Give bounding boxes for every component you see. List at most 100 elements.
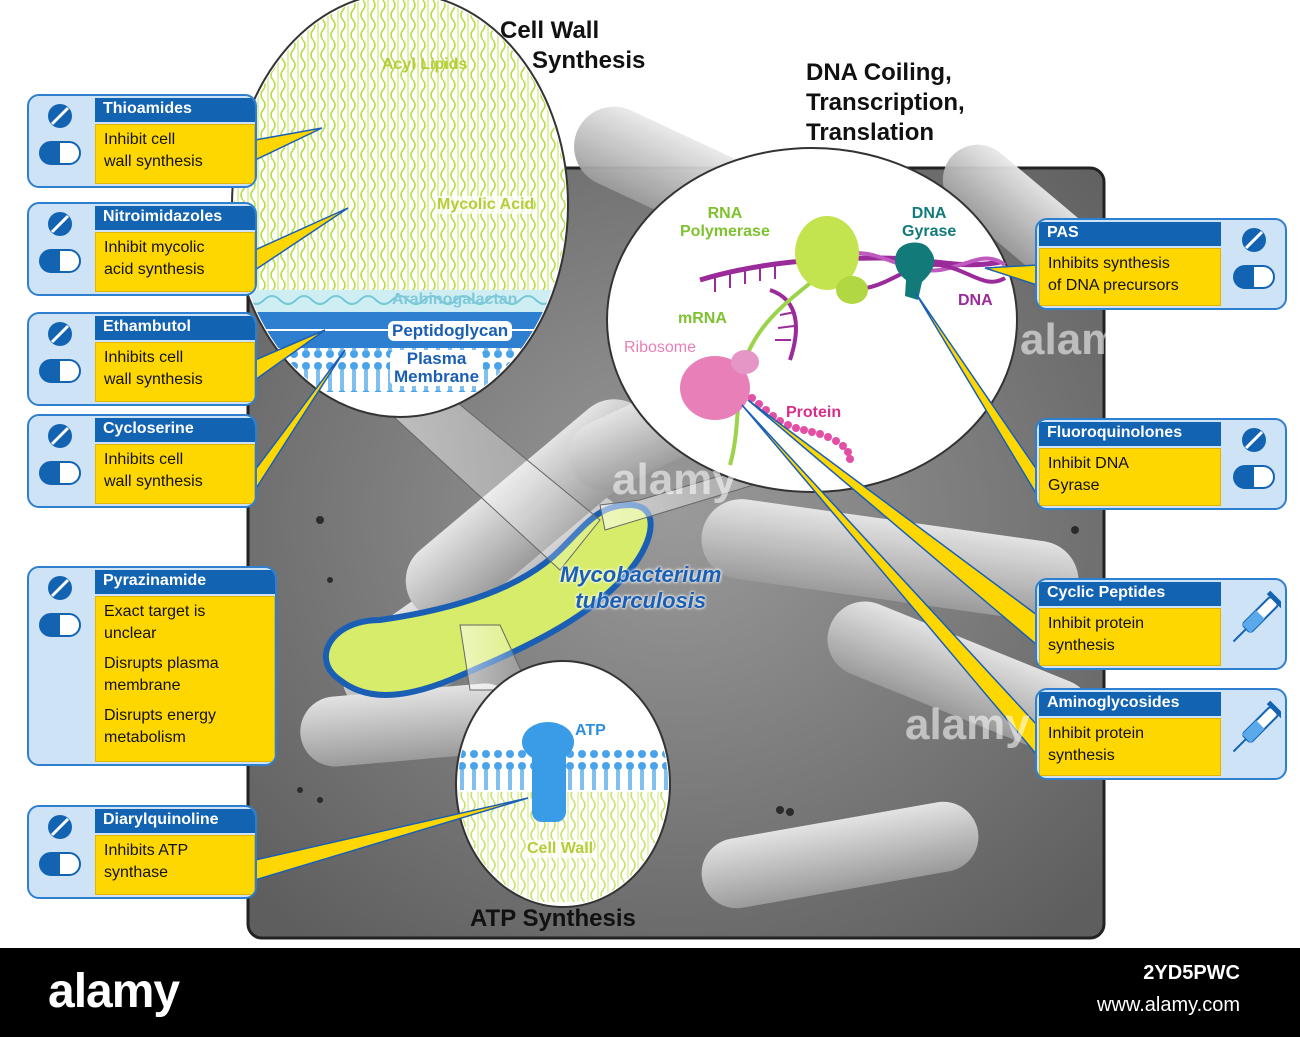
- label-acyl-lipids: Acyl Lipids: [382, 56, 468, 73]
- mechanism-line: Exact target is: [104, 603, 206, 620]
- drug-name: Thioamides: [95, 98, 255, 122]
- label-ribosome: Ribosome: [624, 339, 697, 356]
- mechanism-line: Inhibit protein: [1048, 725, 1145, 742]
- organism-label: Mycobacterium tuberculosis: [560, 562, 721, 614]
- mechanism-line: Inhibits cell: [104, 451, 184, 468]
- mechanism-line: Disrupts energy: [104, 707, 217, 724]
- drug-name: Diarylquinoline: [95, 809, 255, 833]
- mechanism-line: Gyrase: [1048, 477, 1100, 494]
- label-line: DNA: [911, 205, 947, 222]
- label-cell-wall: Cell Wall: [527, 840, 594, 858]
- mechanism-line: wall synthesis: [104, 473, 203, 490]
- mechanism-line: unclear: [104, 625, 157, 642]
- label-protein: Protein: [786, 404, 842, 421]
- mechanism-line: Inhibits synthesis: [1048, 255, 1170, 272]
- drug-name: Fluoroquinolones: [1039, 422, 1221, 446]
- heading-atp: ATP Synthesis: [470, 905, 636, 932]
- diagram-canvas: [231, 0, 1106, 940]
- pill-icon: [33, 422, 87, 497]
- mechanism-line: Inhibit protein: [1048, 615, 1145, 632]
- mechanism-line: synthesis: [1048, 747, 1115, 764]
- label-atp: ATP: [575, 722, 606, 739]
- label-line: Membrane: [394, 367, 480, 386]
- drug-mechanism: Inhibit DNA Gyrase: [1039, 448, 1221, 506]
- drug-mechanism: Inhibits cell wall synthesis: [95, 342, 255, 402]
- mechanism-line: Inhibits cell: [104, 349, 184, 366]
- atp-zoom: [455, 660, 671, 908]
- mechanism-line: wall synthesis: [104, 153, 203, 170]
- micrograph-dots: [297, 516, 1083, 816]
- label-dna-gyrase: DNA Gyrase: [902, 205, 956, 241]
- drug-name: Cycloserine: [95, 418, 255, 442]
- heading-line: Synthesis: [532, 47, 646, 74]
- mechanism-line: membrane: [104, 677, 181, 694]
- heading-cell-wall: Cell Wall Synthesis: [500, 16, 645, 76]
- drug-name: Cyclic Peptides: [1039, 582, 1221, 606]
- pill-icon: [33, 813, 87, 888]
- drug-name: Aminoglycosides: [1039, 692, 1221, 716]
- pill-icon: [1227, 226, 1281, 301]
- mechanism-line: Disrupts plasma: [104, 655, 219, 672]
- drug-name: Nitroimidazoles: [95, 206, 255, 230]
- heading-line: Transcription,: [806, 89, 965, 116]
- label-line: Polymerase: [680, 223, 770, 240]
- pill-icon: [33, 102, 87, 177]
- label-plasma-membrane: Plasma Membrane: [390, 349, 484, 386]
- label-peptidoglycan: Peptidoglycan: [388, 321, 513, 341]
- dna-zoom: [606, 147, 1018, 493]
- pill-icon: [33, 574, 87, 649]
- footer-url: www.alamy.com: [1097, 994, 1240, 1016]
- label-mycolic-acid: Mycolic Acid: [437, 196, 535, 214]
- label-mrna: mRNA: [678, 310, 727, 327]
- drug-name: Pyrazinamide: [95, 570, 275, 594]
- drug-mechanism: Inhibit protein synthesis: [1039, 608, 1221, 666]
- mechanism-line: wall synthesis: [104, 371, 203, 388]
- mechanism-line: metabolism: [104, 729, 186, 746]
- label-line: RNA: [707, 205, 743, 222]
- mechanism-line: Inhibit DNA: [1048, 455, 1129, 472]
- alamy-logo: alamy: [48, 965, 180, 1018]
- drug-name: PAS: [1039, 222, 1221, 246]
- drug-mechanism: Inhibit protein synthesis: [1039, 718, 1221, 776]
- drug-name: Ethambutol: [95, 316, 255, 340]
- watermark: alamy: [905, 700, 1030, 749]
- syringe-icon: [1227, 696, 1285, 771]
- protein-chain: [748, 394, 854, 463]
- heading-line: Cell Wall: [500, 17, 600, 44]
- label-line: Gyrase: [902, 223, 957, 240]
- label-dna: DNA: [958, 292, 993, 309]
- mechanism-line: Inhibits ATP: [104, 842, 189, 859]
- syringe-icon: [1227, 586, 1285, 661]
- mechanism-line: Inhibit mycolic: [104, 239, 205, 256]
- mechanism-line: synthesis: [1048, 637, 1115, 654]
- watermark: alamy: [1020, 315, 1145, 364]
- label-line: Plasma: [406, 349, 467, 368]
- heading-line: DNA Coiling,: [806, 59, 952, 86]
- watermark: alamy: [612, 455, 737, 504]
- drug-targets-diagram: alamy alamy alamy Cell Wall Synthesis DN…: [231, 0, 1145, 940]
- image-code: 2YD5PWC: [1143, 962, 1240, 984]
- label-rna-polymerase: RNA Polymerase: [680, 205, 770, 241]
- pointer-lines: [254, 127, 1038, 882]
- drug-mechanism: Inhibits cell wall synthesis: [95, 444, 255, 504]
- pill-icon: [1227, 426, 1281, 501]
- label-arabinogalactan: Arabinogalactan: [392, 291, 518, 308]
- footer-bar: alamy 2YD5PWC www.alamy.com: [0, 948, 1300, 1037]
- pill-icon: [33, 320, 87, 395]
- heading-line: Translation: [806, 119, 935, 146]
